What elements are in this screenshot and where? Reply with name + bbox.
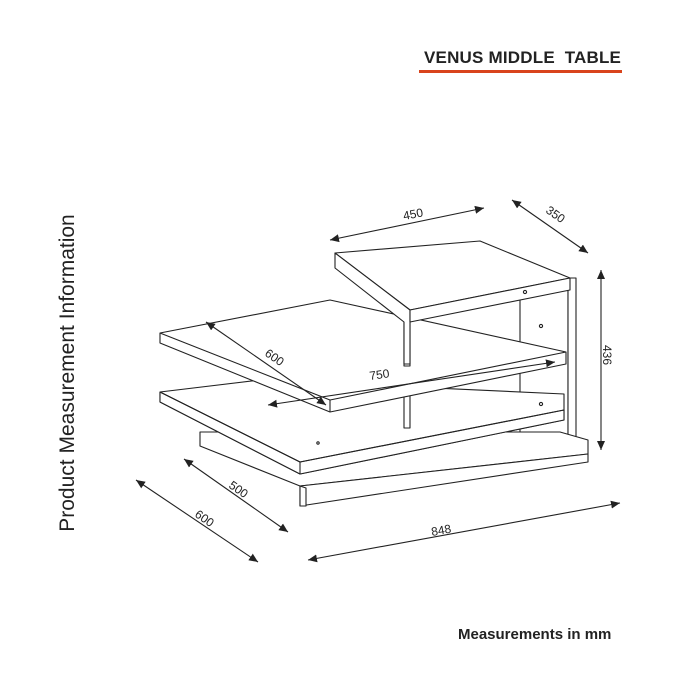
lower-divider: [403, 393, 411, 429]
dim-line-top-width: [329, 205, 485, 243]
dim-label-height: 436: [600, 345, 614, 365]
dim-line-base-depth-outer: [135, 479, 259, 563]
dim-label-base-depth-inner: 500: [226, 478, 251, 501]
dim-label-middle-width: 750: [368, 366, 390, 383]
footer-note: Measurements in mm: [458, 626, 612, 643]
title-underline: [419, 70, 622, 73]
dim-line-middle-width: [267, 359, 556, 408]
dim-line-total-width: [307, 500, 621, 563]
dim-line-top-depth: [511, 199, 589, 254]
dim-label-top-depth: 350: [543, 203, 568, 226]
dim-label-top-width: 450: [402, 205, 425, 223]
dim-label-total-width: 848: [430, 522, 452, 539]
dim-label-base-depth-outer: 600: [192, 507, 217, 530]
page-title: VENUS MIDDLE TABLE: [424, 48, 622, 67]
top-box: [334, 240, 571, 365]
